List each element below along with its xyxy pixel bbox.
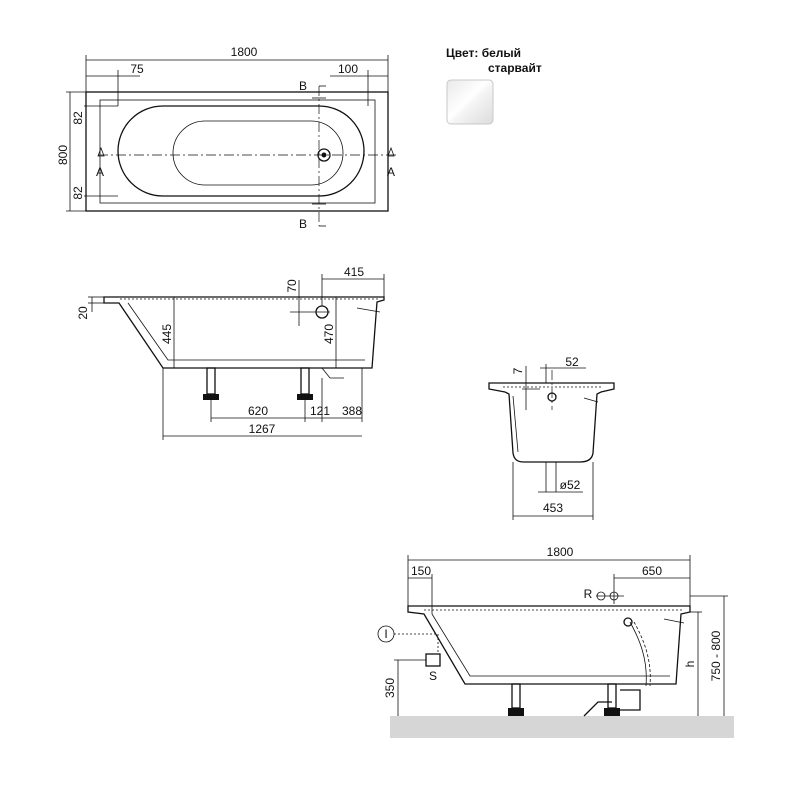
siphon: [583, 689, 641, 717]
dim-left-offset: 75: [130, 62, 144, 76]
dim-depth-inner: 445: [160, 324, 174, 344]
leg-right: [300, 367, 310, 395]
drain-icon: [317, 148, 331, 162]
inspection-marker-label: I: [384, 627, 387, 641]
dim-drain-to-end: 388: [342, 404, 362, 418]
tub-profile-cross: [488, 382, 615, 463]
dim-leg-spacing: 620: [248, 404, 268, 418]
basin-bottom-outline: [172, 120, 344, 186]
install-dim-service-height: 350: [383, 678, 397, 698]
drain-inner-icon: [321, 152, 327, 158]
dim-drain-from-end: 415: [344, 265, 364, 279]
section-b-top: B: [299, 79, 307, 93]
overflow-marker-label: R: [584, 587, 593, 601]
top-view: 1800 75 100 800 82 82 A A B B: [56, 45, 398, 231]
section-a-right: A: [387, 165, 395, 179]
install-dim-length: 1800: [547, 545, 574, 559]
dim-overflow-depth: 470: [322, 324, 336, 344]
dim-rim-top: 82: [71, 111, 85, 125]
tub-profile-install: [407, 605, 691, 685]
install-dim-height-label: h: [683, 661, 697, 668]
cross-section-view: 7 52 ø52 453: [488, 355, 615, 520]
dim-overflow-offset: 52: [565, 355, 579, 369]
dim-leg-to-drain: 121: [310, 404, 330, 418]
section-b-bottom: B: [299, 217, 307, 231]
install-dim-left-offset: 150: [411, 564, 431, 578]
install-leg-right: [607, 683, 617, 709]
rim-inner-line: [99, 99, 376, 204]
side-view: 20 445 70 470 415 620 121 388 1267: [76, 265, 385, 440]
dim-bottom-length: 1267: [249, 422, 276, 436]
color-label: Цвет: белый: [446, 46, 521, 60]
color-swatch: [446, 79, 494, 125]
section-a-left: A: [96, 165, 104, 179]
basin-outline: [117, 105, 365, 197]
dim-rim-thickness: 20: [76, 306, 90, 320]
overflow-marker-icon: [596, 591, 606, 601]
dim-drain-diameter: ø52: [560, 478, 581, 492]
dim-bottom-width: 453: [543, 501, 563, 515]
install-dim-height-range: 750 - 800: [709, 630, 723, 681]
install-dim-overflow: 650: [642, 564, 662, 578]
dim-right-offset: 100: [338, 62, 358, 76]
dim-length: 1800: [231, 45, 258, 59]
dim-overflow-top: 70: [285, 279, 299, 293]
dim-width: 800: [56, 145, 70, 165]
service-box-icon: [425, 653, 441, 667]
dim-rim-height: 7: [511, 367, 525, 374]
tub-outline-top: [85, 91, 389, 212]
service-marker-label: S: [429, 669, 437, 683]
installation-view: 1800 150 650 R I S 350 h 750 - 800: [377, 545, 734, 738]
color-value: старвайт: [488, 61, 542, 75]
tub-profile-side: [103, 296, 385, 369]
floor: [390, 716, 734, 738]
color-block: Цвет: белый старвайт: [446, 46, 542, 125]
install-overflow-icon: [623, 617, 633, 627]
install-leg-left: [511, 683, 521, 709]
leg-left: [206, 367, 216, 395]
dim-rim-bottom: 82: [71, 186, 85, 200]
